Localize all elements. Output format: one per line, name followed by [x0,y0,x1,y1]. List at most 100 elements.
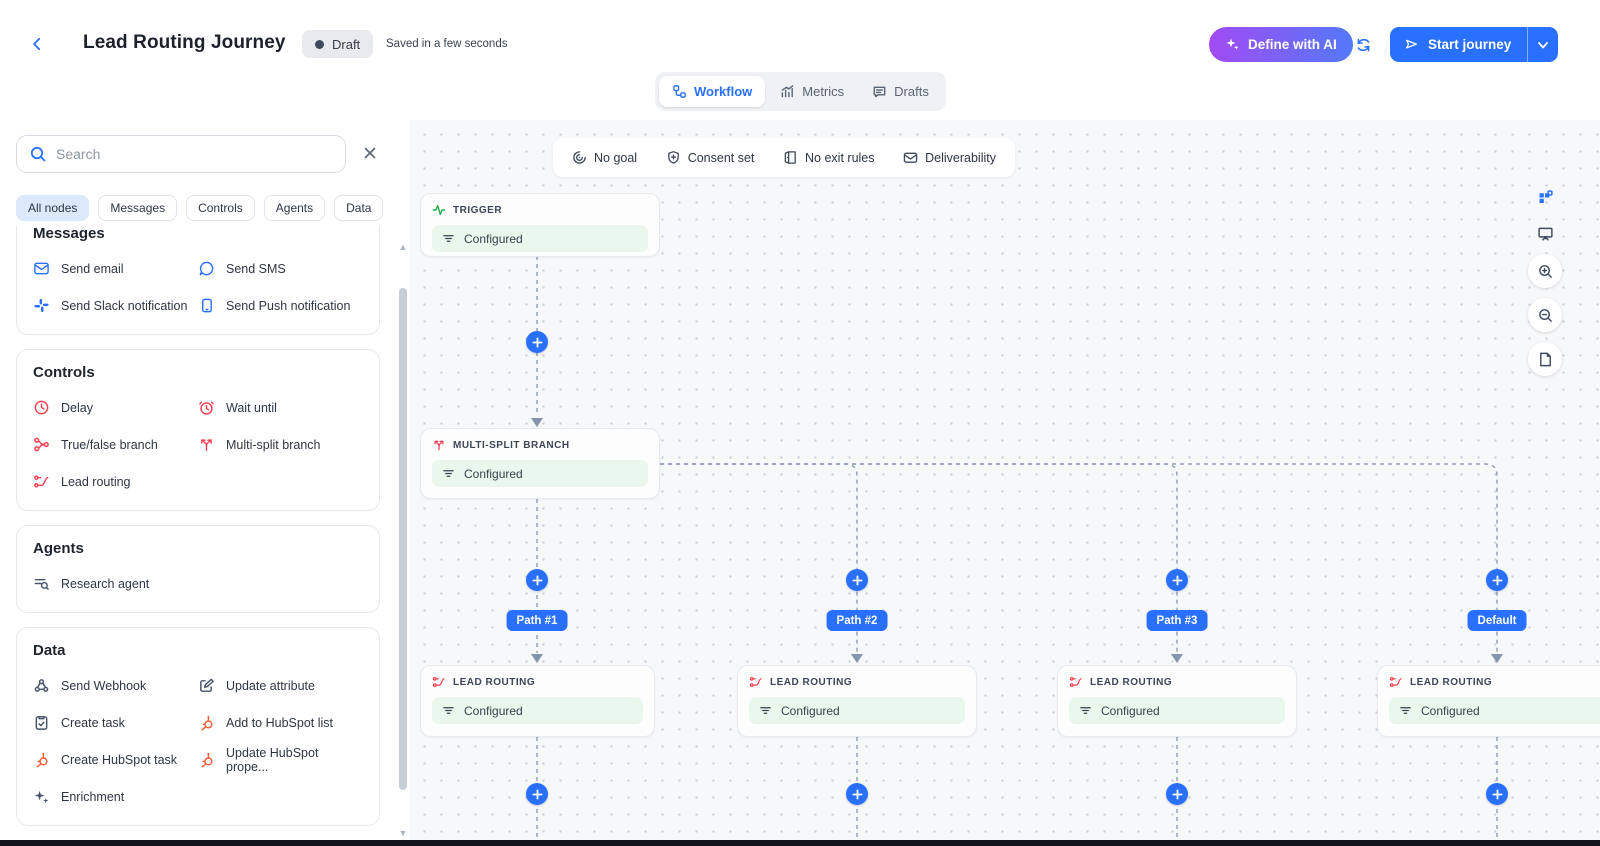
sidebar-scrollbar[interactable]: ▲ ▼ [397,120,409,846]
add-node-button[interactable] [846,783,868,805]
add-node-button[interactable] [1486,569,1508,591]
node-item-create-task[interactable]: Create task [33,704,198,741]
workflow-canvas[interactable]: No goal Consent set No exit rules Delive… [410,120,1600,846]
auto-layout-button[interactable] [1532,182,1558,208]
status-label: Deliverability [925,150,996,165]
node-item-label: Research agent [61,576,150,591]
refresh-button[interactable] [1350,33,1376,59]
start-journey-button[interactable]: Start journey [1390,27,1527,62]
scrollbar-thumb[interactable] [399,288,407,790]
view-tabs: Workflow Metrics Drafts [655,72,946,111]
scroll-up-arrow-icon[interactable]: ▲ [398,242,408,252]
status-no-goal[interactable]: No goal [572,150,637,165]
start-journey-dropdown-button[interactable] [1528,27,1558,62]
zoom-out-button[interactable] [1528,298,1562,332]
node-item-label: Update HubSpot prope... [226,745,319,774]
node-type-label: LEAD ROUTING [453,676,536,688]
close-sidebar-button[interactable] [360,144,380,164]
tab-metrics[interactable]: Metrics [767,76,857,107]
add-node-button[interactable] [526,331,548,353]
filter-chip-controls[interactable]: Controls [186,195,255,221]
node-item-update-attribute[interactable]: Update attribute [198,667,363,704]
button-divider [1527,27,1529,62]
delay-clock-icon [33,399,50,416]
webhook-icon [33,677,50,694]
add-node-button[interactable] [1166,569,1188,591]
node-item-update-hubspot-property[interactable]: Update HubSpot prope... [198,741,363,778]
configured-pill: Configured [1069,697,1285,724]
node-item-label: Create task [61,715,125,730]
node-item-lead-routing[interactable]: Lead routing [33,463,198,500]
add-node-button[interactable] [526,783,548,805]
section-data: Data Send Webhook Update attribute Creat… [16,627,380,826]
scroll-down-arrow-icon[interactable]: ▼ [398,828,408,838]
node-library-scroll-area[interactable]: Messages Send email Send SMS Send Slack … [0,226,396,846]
configured-label: Configured [1101,703,1160,718]
add-node-button[interactable] [526,569,548,591]
tab-metrics-label: Metrics [802,84,845,99]
node-type-label: TRIGGER [453,204,503,216]
path-label-2[interactable]: Path #2 [826,610,888,631]
node-item-create-hubspot-task[interactable]: Create HubSpot task [33,741,198,778]
envelope-check-icon [903,150,918,165]
send-cursor-icon [1404,37,1419,52]
define-with-ai-button[interactable]: Define with AI [1209,27,1353,62]
path-label-1[interactable]: Path #1 [506,610,568,631]
node-item-add-to-hubspot-list[interactable]: Add to HubSpot list [198,704,363,741]
lead-routing-node-4[interactable]: LEAD ROUTING Configured [1377,665,1600,737]
section-title: Data [33,642,66,659]
refresh-icon [1355,35,1372,52]
node-item-enrichment[interactable]: Enrichment [33,778,198,815]
node-item-send-email[interactable]: Send email [33,250,198,287]
node-item-label: Delay [61,400,93,415]
filter-chip-data[interactable]: Data [334,195,384,221]
node-item-send-slack-notification[interactable]: Send Slack notification [33,287,198,324]
drafts-comment-icon [872,84,887,99]
filter-chip-messages[interactable]: Messages [98,195,178,221]
back-button[interactable] [24,32,50,58]
lead-routing-node-3[interactable]: LEAD ROUTING Configured [1057,665,1297,737]
node-item-research-agent[interactable]: Research agent [33,565,198,602]
section-messages: Messages Send email Send SMS Send Slack … [16,226,380,335]
node-item-label: Multi-split branch [226,437,321,452]
presentation-mode-button[interactable] [1532,218,1558,244]
trigger-node[interactable]: TRIGGER Configured [420,193,660,257]
notes-page-button[interactable] [1528,342,1562,376]
filter-chip-agents[interactable]: Agents [263,195,326,221]
lead-routing-node-2[interactable]: LEAD ROUTING Configured [737,665,977,737]
status-deliverability[interactable]: Deliverability [903,150,996,165]
node-item-delay[interactable]: Delay [33,389,198,426]
node-item-label: Send SMS [226,261,286,276]
node-item-send-push-notification[interactable]: Send Push notification [198,287,363,324]
path-label-3[interactable]: Path #3 [1146,610,1208,631]
path-label-default[interactable]: Default [1467,610,1527,631]
update-attribute-icon [198,677,215,694]
hubspot-icon [33,751,50,768]
status-no-exit-rules[interactable]: No exit rules [783,150,875,165]
status-label: No goal [594,150,638,165]
lead-routing-icon [1389,675,1403,689]
tab-drafts[interactable]: Drafts [859,76,942,107]
node-item-wait-until[interactable]: Wait until [198,389,363,426]
node-item-label: Send Webhook [61,678,147,693]
configured-pill: Configured [432,460,648,487]
add-node-button[interactable] [846,569,868,591]
node-item-true-false-branch[interactable]: True/false branch [33,426,198,463]
filter-icon [442,467,455,480]
node-item-label: Send Push notification [226,298,351,313]
node-item-send-webhook[interactable]: Send Webhook [33,667,198,704]
chevron-left-icon [29,33,46,50]
add-node-button[interactable] [1166,783,1188,805]
node-item-send-sms[interactable]: Send SMS [198,250,363,287]
add-node-button[interactable] [1486,783,1508,805]
zoom-in-button[interactable] [1528,254,1562,288]
node-type-label: LEAD ROUTING [770,676,853,688]
filter-chip-all-nodes[interactable]: All nodes [16,195,90,221]
node-item-multi-split-branch[interactable]: Multi-split branch [198,426,363,463]
status-consent-set[interactable]: Consent set [666,150,754,165]
search-box [16,135,346,173]
lead-routing-node-1[interactable]: LEAD ROUTING Configured [420,665,655,737]
tab-workflow[interactable]: Workflow [659,76,766,107]
search-input[interactable] [56,146,333,162]
multi-split-branch-node[interactable]: MULTI-SPLIT BRANCH Configured [420,428,660,499]
